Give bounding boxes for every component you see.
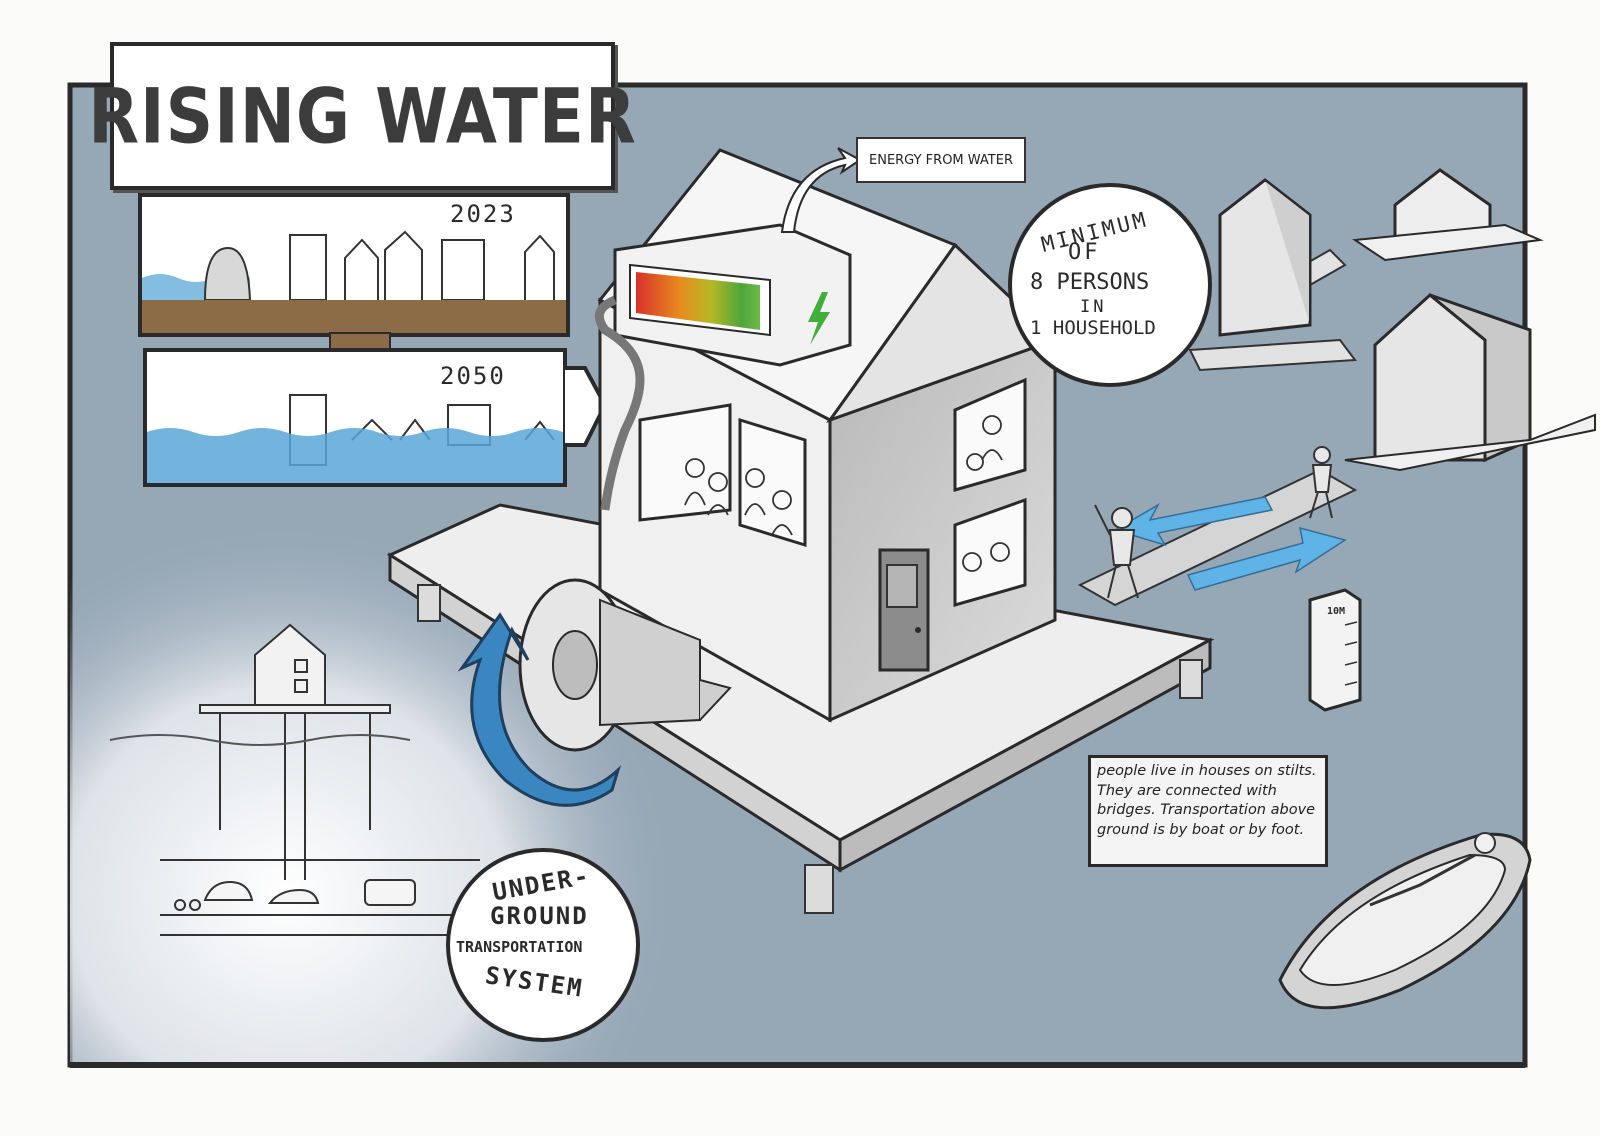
flow-arrow-right [1186,526,1347,591]
description-text: people live in houses on stilts. They ar… [1097,763,1317,838]
panel-2023 [138,193,570,337]
flow-arrow-left [1113,496,1274,547]
household-line-5: 1 HOUSEHOLD [1030,317,1156,339]
rotation-arrow-icon [457,612,622,807]
transport-line-2: GROUND [490,902,589,930]
boat [1278,832,1532,1010]
right-houses [1218,168,1596,472]
household-line-4: IN [1080,297,1107,317]
energy-label: ENERGY FROM WATER [869,152,1013,168]
people-on-bridge [1094,446,1333,599]
transport-circle [446,848,640,1042]
depth-marker-label: 10M [1327,606,1346,617]
energy-label-box: ENERGY FROM WATER [856,137,1026,183]
household-line-3: 8 PERSONS [1030,270,1150,295]
main-house [597,148,1058,723]
household-circle [1008,183,1212,387]
household-line-2: OF [1068,240,1101,265]
water-wheel [518,578,732,752]
title-box: RISING WATER [88,42,636,190]
year-2023-label: 2023 [450,200,516,228]
description-note: people live in houses on stilts. They ar… [1088,755,1328,867]
page-title: RISING WATER [88,71,637,161]
year-2050-label: 2050 [440,362,506,390]
energy-meter-bar [636,272,760,330]
panel-2050 [143,348,608,487]
transport-line-3: TRANSPORTATION [456,938,583,956]
energy-generator [594,223,852,511]
underground-diagram [109,623,480,936]
depth-marker [1308,588,1362,712]
lightning-icon [808,292,830,345]
